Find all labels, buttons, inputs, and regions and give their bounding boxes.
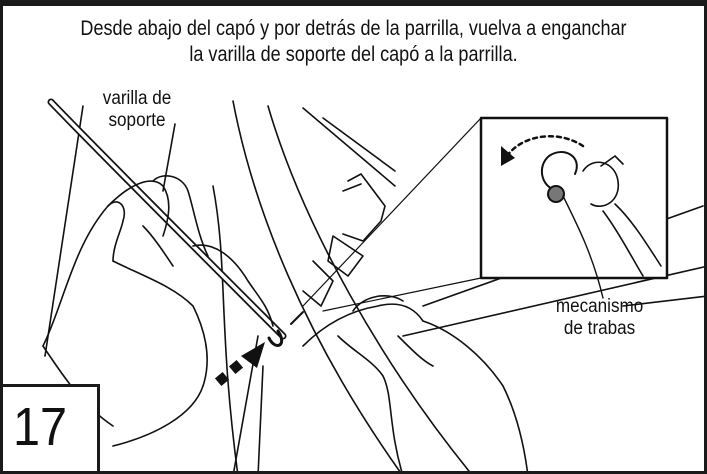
instruction-line-1: Desde abajo del capó y por detrás de la … <box>80 17 627 40</box>
rod-label: varilla de soporte <box>103 88 171 132</box>
support-rod <box>47 98 304 347</box>
instruction-line-2: la varilla de soporte del capó a la parr… <box>189 43 518 66</box>
left-hand <box>42 175 274 447</box>
lock-mechanism-label: mecanismo de trabas <box>556 296 643 340</box>
detail-inset <box>302 116 669 312</box>
rotate-arrow-icon <box>505 135 585 158</box>
rod-label-leader <box>162 123 176 192</box>
step-number: 17 <box>13 397 68 457</box>
grille-bracket <box>302 173 386 307</box>
illustration <box>42 98 704 471</box>
lock-label-line-2: de trabas <box>563 318 636 339</box>
lock-label-line-1: mecanismo <box>555 296 644 317</box>
rod-label-line-1: varilla de <box>102 88 172 109</box>
push-direction-arrow-icon <box>214 342 265 387</box>
hood-outline <box>44 100 704 471</box>
rod-label-line-2: soporte <box>108 110 166 131</box>
right-hand <box>302 295 529 471</box>
step-number-box: 17 <box>3 384 100 471</box>
instruction-text: Desde abajo del capó y por detrás de la … <box>52 16 655 68</box>
